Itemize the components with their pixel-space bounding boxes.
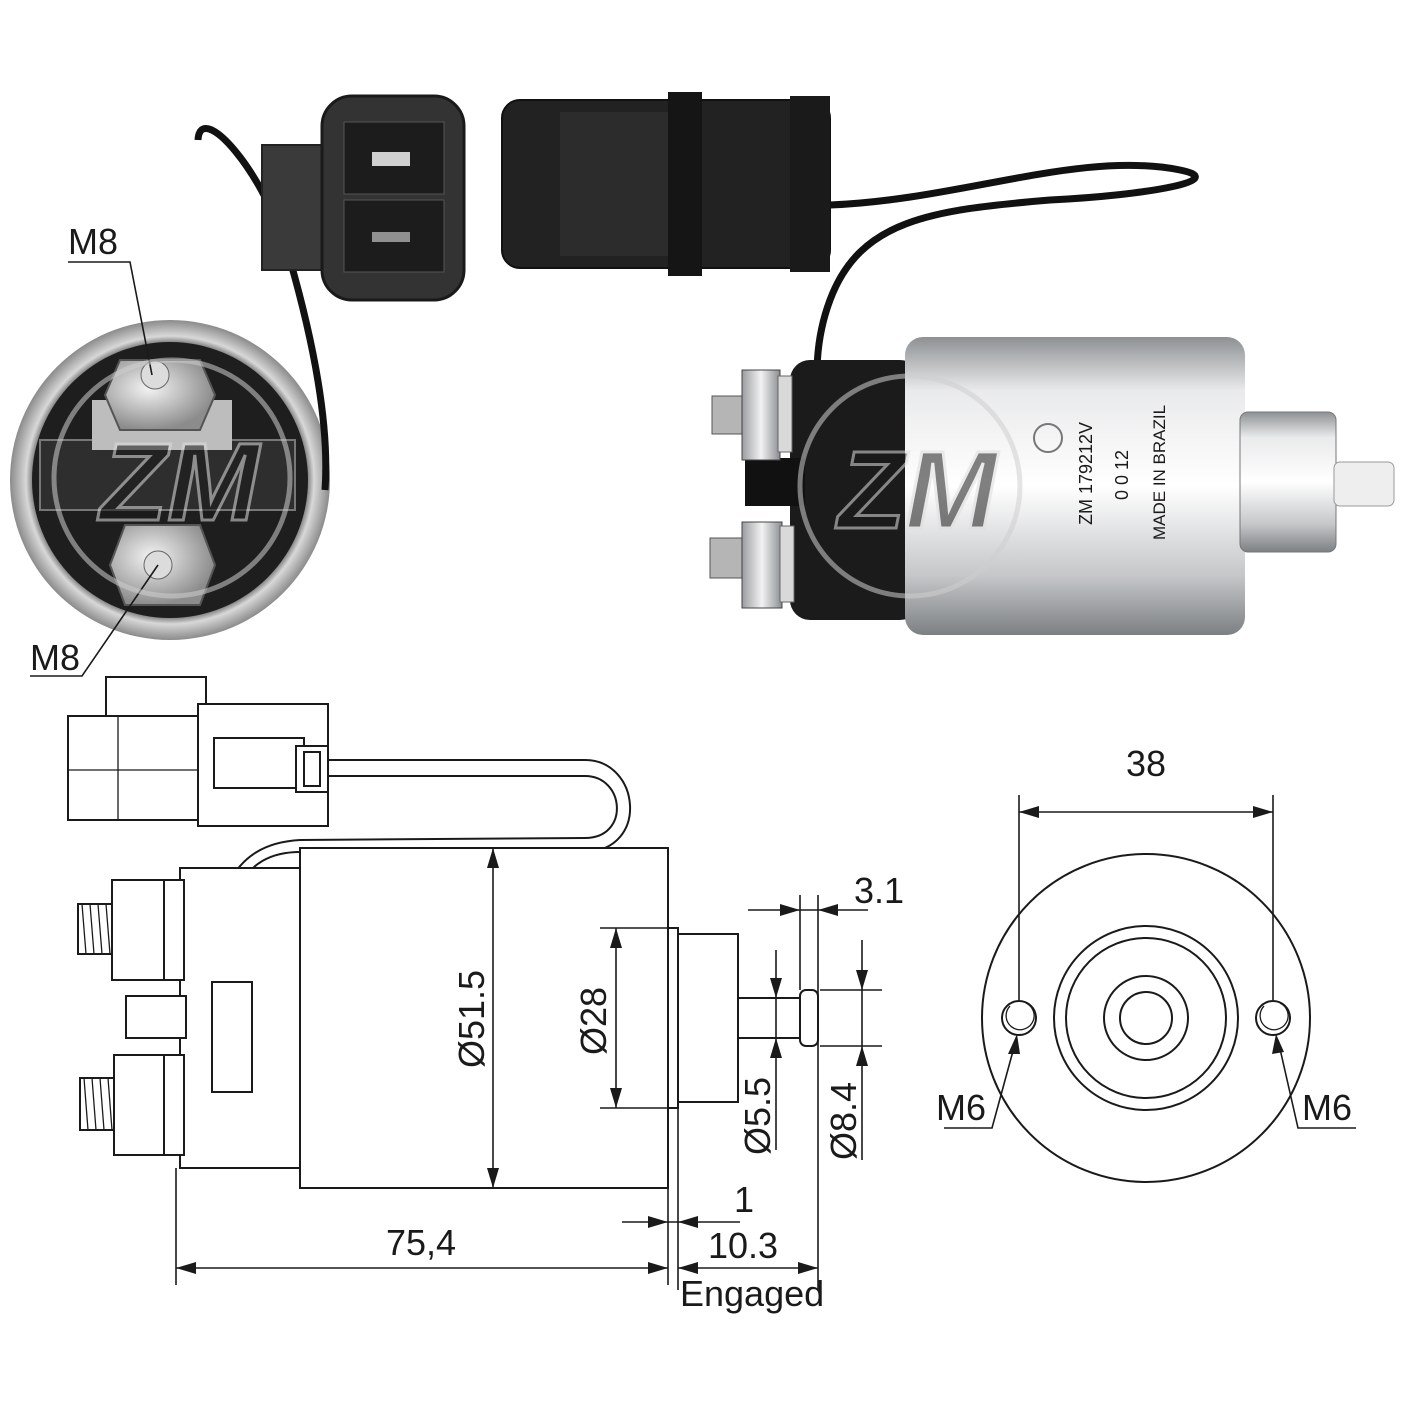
dim-tip-length-label: 3.1 — [854, 870, 904, 911]
drawing-terminal-nut-top — [111, 879, 165, 981]
drawing-connector-front — [67, 715, 201, 821]
side-view-cap-tab — [745, 458, 805, 506]
dim-travel-label: 1 — [734, 1179, 754, 1220]
end-drawing-plunger-hole — [1119, 991, 1173, 1045]
m8-bottom-leader — [30, 564, 159, 677]
mating-connector-tail — [790, 96, 830, 272]
svg-text:ZM: ZM — [97, 421, 261, 544]
dim-plunger-diameter-label: Ø5.5 — [737, 1077, 778, 1155]
dim-engaged-length-label: 10.3 — [708, 1225, 778, 1266]
body-marking-origin: MADE IN BRAZIL — [1150, 405, 1169, 540]
body-marking-part-number: ZM 179212V — [1076, 422, 1096, 525]
m8-bottom-label: M8 — [30, 637, 80, 678]
side-view-plunger-tip — [1333, 461, 1395, 507]
m6-right-leader — [1277, 1039, 1356, 1129]
terminal-nut-top — [103, 359, 217, 431]
side-terminal-washer-bottom — [779, 525, 795, 603]
m6-right-label: M6 — [1302, 1087, 1352, 1128]
side-terminal-nut-bottom — [741, 521, 783, 609]
dim-hole-spacing-label: 38 — [1126, 743, 1166, 784]
body-marking-code: 0 0 12 — [1112, 450, 1132, 500]
zm-watermark-icon: ZM ZM — [51, 357, 1023, 599]
drawing-plunger — [737, 997, 803, 1039]
side-view-flange — [1239, 411, 1337, 553]
brand-logo-icon — [1033, 423, 1063, 453]
drawing-cap-tab — [125, 995, 187, 1039]
side-terminal-washer-top — [777, 375, 793, 453]
side-terminal-nut-top — [741, 369, 781, 461]
m8-top-label: M8 — [68, 221, 118, 262]
dim-flange-diameter-label: Ø28 — [573, 987, 614, 1055]
end-view-photo: M8 M8 — [10, 94, 466, 678]
drawing-terminal-stud-bottom — [79, 1077, 115, 1131]
m6-left-label: M6 — [936, 1087, 986, 1128]
side-view-wire — [813, 161, 1199, 411]
end-drawing: 38 M6 M6 — [936, 743, 1356, 1183]
connector-latch — [261, 144, 325, 271]
connector-socket-bottom — [343, 199, 445, 273]
dim-body-diameter-label: Ø51.5 — [451, 970, 492, 1068]
drawing-body — [299, 847, 669, 1189]
drawing-boss — [677, 933, 739, 1103]
dim-engaged-caption: Engaged — [680, 1273, 824, 1314]
drawing-terminal-nut-bottom — [113, 1054, 165, 1156]
mating-connector-shroud — [560, 112, 670, 256]
drawing-flange — [667, 927, 679, 1109]
svg-text:ZM: ZM — [835, 429, 999, 552]
mating-connector-collar — [668, 92, 702, 276]
dim-body-length-label: 75,4 — [386, 1222, 456, 1263]
side-view-photo: ZM 179212V 0 0 12 MADE IN BRAZIL ZM ZM — [51, 92, 1395, 635]
drawing-terminal-stud-top — [77, 903, 113, 955]
m8-top-leader — [68, 261, 153, 376]
end-view-bracket — [39, 439, 296, 511]
drawing-connector-latch — [105, 676, 207, 718]
dim-tip-diameter-label: Ø8.4 — [823, 1082, 864, 1160]
connector-pin-top — [372, 152, 410, 166]
m6-left-leader — [944, 1039, 1017, 1129]
connector-pin-bottom — [372, 232, 410, 242]
drawing-plunger-tip — [799, 989, 819, 1047]
side-drawing: Ø51.5 Ø28 Ø5.5 Ø8.4 3.1 75,4 — [67, 676, 904, 1314]
